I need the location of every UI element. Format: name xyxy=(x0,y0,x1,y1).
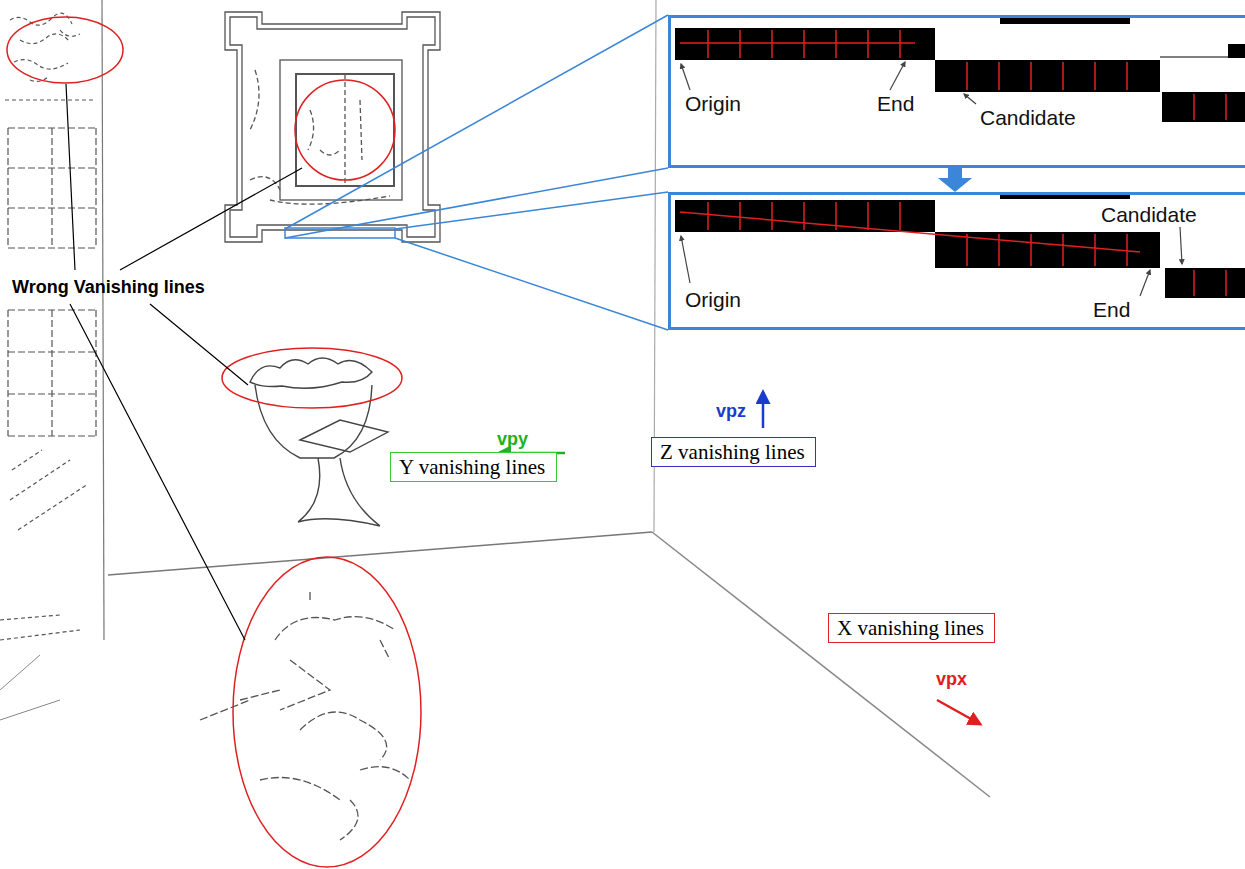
pointer-label: End xyxy=(1091,298,1132,322)
pointer-label: End xyxy=(875,92,916,116)
pointer-label: Candidate xyxy=(1099,203,1199,227)
pointer-arrow xyxy=(1140,270,1150,296)
pixel-bar xyxy=(1228,44,1245,58)
vanishing-point-label: vpx xyxy=(936,668,967,690)
pixel-grid xyxy=(680,30,1226,120)
vanishing-lines-box: Y vanishing lines xyxy=(390,452,557,482)
picture-noise xyxy=(250,70,390,204)
pointer-arrow xyxy=(681,236,690,283)
floor-edge xyxy=(652,532,990,797)
zoom-guide-lines xyxy=(285,15,668,330)
wrong-line-marks xyxy=(7,17,421,867)
leader-line xyxy=(66,84,302,640)
leader-lines xyxy=(66,84,302,640)
floor-edge xyxy=(0,655,60,720)
pot-bowl xyxy=(255,385,372,458)
pot-stand xyxy=(298,420,388,526)
zoom-guide xyxy=(285,15,668,330)
vanishing-lines-box: Z vanishing lines xyxy=(651,437,816,467)
pointer-arrow xyxy=(681,64,690,90)
pot-rim xyxy=(250,358,372,388)
highlight-circle xyxy=(295,80,395,180)
pixel-bar xyxy=(1162,92,1245,122)
direction-arrow xyxy=(937,700,980,724)
zoom-region xyxy=(285,228,395,238)
noise-edges xyxy=(0,13,95,640)
highlight-ellipse xyxy=(7,17,123,83)
pixel-bar xyxy=(1000,18,1130,24)
tile-grid xyxy=(8,310,98,436)
pointer-arrow xyxy=(1180,227,1182,264)
box-label: X vanishing lines xyxy=(837,616,986,640)
direction-arrow xyxy=(762,392,765,428)
vanishing-point-label: vpz xyxy=(716,400,746,422)
box-label: Y vanishing lines xyxy=(399,455,548,479)
pointer-label: Origin xyxy=(683,288,743,312)
frame-outline xyxy=(225,12,440,242)
highlight-ellipse xyxy=(233,557,421,867)
zoom-step-arrow xyxy=(938,168,972,192)
pointer-arrow xyxy=(964,94,976,104)
zoom-panel: CandidateOrigin End xyxy=(668,192,1245,330)
wall-edge xyxy=(102,0,104,640)
pointer-arrow xyxy=(890,62,905,90)
pointer-label: Origin xyxy=(683,92,743,116)
arrow-shaft xyxy=(948,168,962,178)
pixel-grid xyxy=(680,202,1226,296)
pixel-bar xyxy=(675,28,935,60)
plant-pot-edges xyxy=(250,358,388,526)
painting-edges xyxy=(225,12,440,242)
tile-grid xyxy=(8,128,98,248)
picture-border xyxy=(280,60,402,200)
pixel-bars xyxy=(675,18,1245,298)
vanishing-lines-box: X vanishing lines xyxy=(828,613,995,643)
highlight-ellipse xyxy=(222,348,402,408)
room-edges xyxy=(0,0,990,797)
pixel-bar xyxy=(1165,268,1245,298)
callout-label: Wrong Vanishing lines xyxy=(12,276,205,298)
arrow-head xyxy=(938,178,972,192)
floor-noise-edges xyxy=(200,590,410,840)
pixel-line xyxy=(1160,57,1228,58)
tiled-wall-edges xyxy=(0,0,104,640)
zoom-panel: Origin EndCandidate xyxy=(668,15,1245,168)
panel-pointers xyxy=(681,62,1182,296)
box-label: Z vanishing lines xyxy=(660,440,807,464)
pixel-bar xyxy=(675,200,935,232)
floor-edge xyxy=(108,532,652,575)
frame-outline xyxy=(230,17,435,237)
vanishing-point-label: vpy xyxy=(497,428,528,450)
noise-edges xyxy=(200,590,410,840)
pointer-label: Candidate xyxy=(978,106,1078,130)
